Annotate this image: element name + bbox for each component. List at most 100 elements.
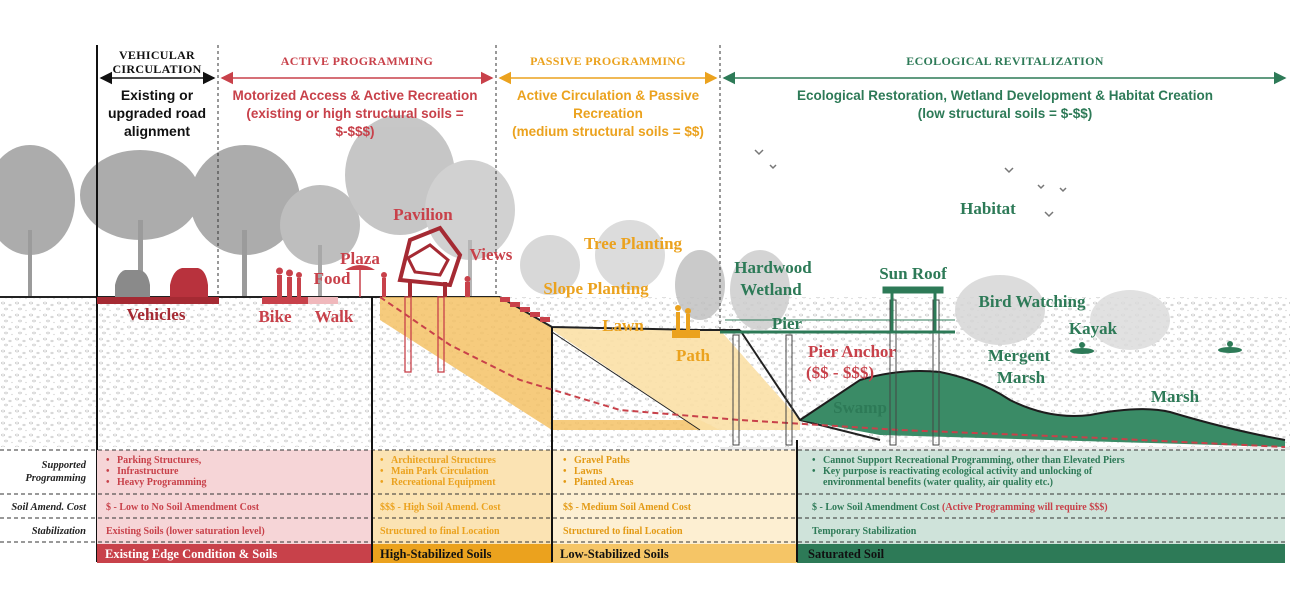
row-label-cost: Soil Amend. Cost [11, 502, 87, 513]
saturated-prog-1: Cannot Support Recreational Programming,… [823, 455, 1125, 466]
high-stabilized-soil [380, 297, 720, 430]
high-prog-2: Main Park Circulation [391, 466, 489, 477]
low-prog-2: Lawns [574, 466, 602, 477]
bullet: • [563, 477, 567, 488]
saturated-prog-2b: environmental benefits (water quality, a… [823, 477, 1053, 488]
footer-saturated [797, 544, 1285, 563]
row-label-programming-1: Supported [42, 460, 87, 471]
label-habitat: Habitat [960, 199, 1016, 218]
label-pier: Pier [772, 314, 803, 333]
walk-strip [308, 297, 338, 304]
grey-car-icon [115, 270, 150, 297]
label-mergent: Mergent [988, 346, 1051, 365]
low-cost: $$ - Medium Soil Amend Cost [563, 502, 692, 513]
zone-desc-active-3: $-$$$) [335, 124, 374, 139]
existing-prog-1: Parking Structures, [117, 455, 202, 466]
path-chip [672, 330, 700, 338]
footer-high-label: High-Stabilized Soils [380, 547, 492, 561]
saturated-stabilization: Temporary Stabilization [812, 526, 917, 537]
footer-saturated-label: Saturated Soil [808, 547, 885, 561]
zone-title-ecological: ECOLOGICAL REVITALIZATION [906, 54, 1103, 68]
slope-stairs [500, 297, 550, 322]
road-surface [97, 297, 219, 304]
label-bike: Bike [258, 307, 292, 326]
low-prog-1: Gravel Paths [574, 455, 630, 466]
zone-desc-ecological-1: Ecological Restoration, Wetland Developm… [797, 88, 1213, 103]
footer-low-label: Low-Stabilized Soils [560, 547, 669, 561]
zone-desc-active-1: Motorized Access & Active Recreation [232, 88, 477, 103]
food-kiosk-icon [345, 265, 375, 297]
pavilion-icon [397, 225, 463, 297]
bullet: • [563, 455, 567, 466]
label-vehicles: Vehicles [127, 305, 186, 324]
zone-title-vehicular-1: VEHICULAR [119, 48, 195, 62]
label-slope-planting: Slope Planting [543, 279, 649, 298]
bird-icons [754, 149, 1067, 218]
table-low-bg [552, 450, 797, 544]
table-high-bg [372, 450, 552, 544]
bullet: • [106, 477, 110, 488]
label-tree-planting: Tree Planting [584, 234, 683, 253]
label-views: Views [470, 245, 513, 264]
label-lawn: Lawn [602, 316, 644, 335]
zone-desc-vehicular-3: alignment [124, 123, 190, 139]
high-prog-3: Recreational Equipment [391, 477, 496, 488]
zone-title-vehicular-2: CIRCULATION [112, 62, 201, 76]
marsh-ground [800, 371, 1285, 447]
row-label-programming-2: Programming [25, 473, 86, 484]
label-sun-roof: Sun Roof [879, 264, 947, 283]
low-prog-3: Planted Areas [574, 477, 634, 488]
bullet: • [812, 466, 816, 477]
red-car-icon [170, 268, 208, 297]
footer-existing [97, 544, 372, 563]
row-label-stabilization: Stabilization [32, 526, 86, 537]
pier-deck [720, 319, 955, 334]
label-hardwood: Hardwood [734, 258, 812, 277]
zone-title-active: ACTIVE PROGRAMMING [281, 54, 433, 68]
label-marsh-2: Marsh [1151, 387, 1200, 406]
sun-roof-icon [882, 286, 944, 332]
zone-desc-ecological-2: (low structural soils = $-$$) [918, 106, 1092, 121]
low-stabilization: Structured to final Location [563, 526, 683, 537]
bullet: • [106, 466, 110, 477]
zone-title-passive: PASSIVE PROGRAMMING [530, 54, 686, 68]
bullet: • [380, 455, 384, 466]
bullet: • [380, 466, 384, 477]
people-icons [276, 267, 471, 297]
table-saturated-bg [797, 450, 1285, 544]
label-kayak: Kayak [1069, 319, 1118, 338]
footer-existing-label: Existing Edge Condition & Soils [105, 547, 277, 561]
zone-desc-passive-3: (medium structural soils = $$) [512, 124, 704, 139]
label-path: Path [676, 346, 711, 365]
label-marsh-1: Marsh [997, 368, 1046, 387]
label-pier-anchor: Pier Anchor [808, 342, 896, 361]
bullet: • [106, 455, 110, 466]
label-plaza: Plaza [340, 249, 380, 268]
saturated-cost-note: (Active Programming will require $$$) [942, 502, 1108, 513]
footer-high [372, 544, 552, 563]
existing-prog-2: Infrastructure [117, 466, 179, 477]
table-existing-bg [97, 450, 372, 544]
label-walk: Walk [315, 307, 354, 326]
saturated-cost: $ - Low Soil Amendment Cost (Active Prog… [812, 502, 1108, 513]
kayak-icons [1070, 341, 1242, 354]
label-wetland: Wetland [740, 280, 802, 299]
zone-desc-vehicular-2: upgraded road [108, 105, 206, 121]
high-prog-1: Architectural Structures [391, 455, 496, 466]
saturated-prog-2a: Key purpose is reactivating ecological a… [823, 466, 1093, 477]
label-food: Food [314, 269, 351, 288]
bullet: • [563, 466, 567, 477]
label-pier-anchor-cost: ($$ - $$$) [806, 363, 874, 382]
low-stabilized-soil [552, 327, 800, 430]
bullet: • [812, 455, 816, 466]
high-cost: $$$ - High Soil Amend. Cost [380, 502, 501, 513]
zone-desc-vehicular-1: Existing or [121, 87, 194, 103]
lawn-people-icons [675, 305, 691, 330]
saturated-cost-main: $ - Low Soil Amendment Cost [812, 502, 942, 513]
existing-stabilization: Existing Soils (lower saturation level) [106, 526, 265, 537]
bike-strip [262, 297, 308, 304]
existing-cost: $ - Low to No Soil Amendment Cost [106, 502, 260, 513]
label-bird-watching: Bird Watching [979, 292, 1086, 311]
label-pavilion: Pavilion [393, 205, 453, 224]
